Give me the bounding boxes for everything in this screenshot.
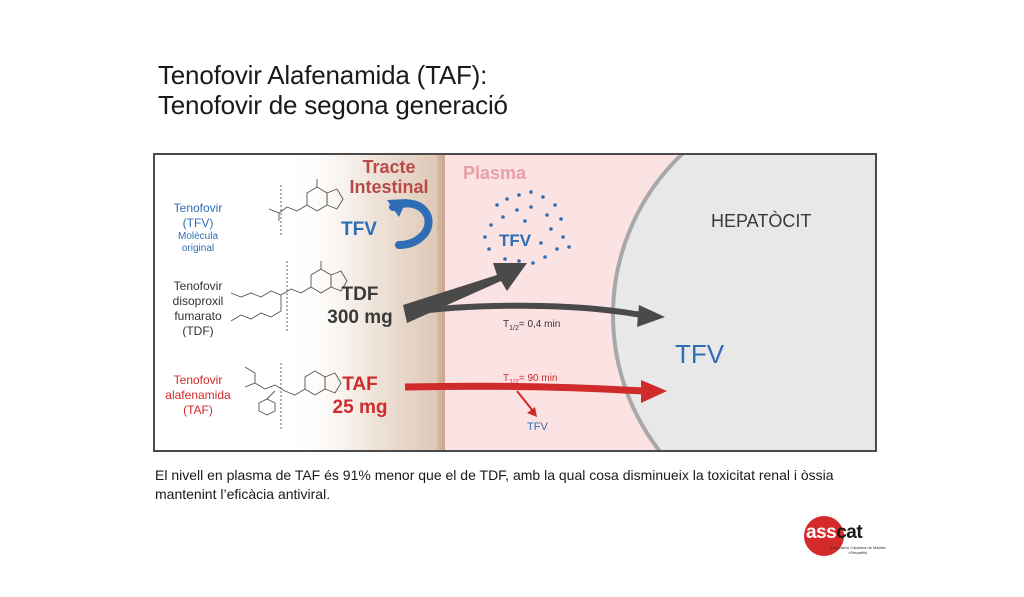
taf-dose-line-1: TAF <box>342 374 378 395</box>
logo-right-text: cat <box>836 522 863 543</box>
taf-half-life-sub: 1/2 <box>509 379 519 386</box>
tfv-note-line-2: original <box>181 243 215 254</box>
tfv-molecule-structure <box>268 179 344 237</box>
tdf-arrow-head <box>637 305 665 327</box>
intestinal-label-line-2: Intestinal <box>349 177 429 197</box>
taf-half-life-value: = 90 min <box>518 373 558 384</box>
tdf-half-life-t: T <box>503 319 510 330</box>
taf-half-life-t: T <box>503 373 510 384</box>
asscat-logo-mark <box>804 516 844 556</box>
tdf-dose-label: TDF 300 mg <box>319 283 401 329</box>
taf-to-hepatocyte-arrow <box>404 382 644 395</box>
taf-plasma-tfv-label: TFV <box>527 421 548 433</box>
logo-subtitle: Associació Catalana de Malalts d'Hepatit… <box>830 545 886 555</box>
plasma-tfv-label: TFV <box>499 231 532 250</box>
tfv-curved-arrow <box>389 199 433 249</box>
logo-sub-line-2: d'Hepatitis <box>848 550 868 555</box>
taf-name-line-1: Tenofovir <box>173 373 223 387</box>
tdf-name-line-3: fumarato <box>174 309 222 323</box>
taf-name-line-3: (TAF) <box>183 403 213 417</box>
taf-dose-label: TAF 25 mg <box>319 373 401 419</box>
logo-wordmark: asscat <box>806 522 863 544</box>
hepatocyte-tfv-label: TFV <box>675 339 725 369</box>
tfv-curved-arrow-head <box>387 199 407 217</box>
tdf-name-line-2: disoproxil <box>172 294 224 308</box>
tfv-name-line-1: Tenofovir <box>173 201 223 215</box>
hepatocyte-label: HEPATÒCIT <box>711 211 812 231</box>
tfv-name-line-2: (TFV) <box>182 216 214 230</box>
plasma-label: Plasma <box>463 163 527 183</box>
footnote-caption: El nivell en plasma de TAF és 91% menor … <box>155 466 885 504</box>
tdf-to-hepatocyte-arrow <box>404 302 642 318</box>
diagram-frame: Tracte Intestinal Plasma HEPATÒCIT Tenof… <box>153 153 877 452</box>
taf-small-arrow-head <box>527 407 537 417</box>
tdf-half-life-value: = 0,4 min <box>518 319 561 330</box>
logo-left-text: ass <box>806 522 837 543</box>
title-line-1: Tenofovir Alafenamida (TAF): <box>158 60 488 90</box>
slide-title: Tenofovir Alafenamida (TAF): Tenofovir d… <box>158 60 508 120</box>
title-line-2: Tenofovir de segona generació <box>158 90 508 120</box>
caption-line-1: El nivell en plasma de TAF és 91% menor … <box>155 467 834 483</box>
taf-half-life: T1/2= 90 min <box>503 373 557 386</box>
tdf-dose-line-1: TDF <box>341 284 379 305</box>
tdf-half-life: T1/2= 0,4 min <box>503 319 560 332</box>
taf-name-label: Tenofovir alafenamida (TAF) <box>155 373 241 418</box>
tfv-note-line-1: Molècula <box>177 231 219 242</box>
diagram-background <box>230 155 875 450</box>
taf-name-line-2: alafenamida <box>165 388 231 402</box>
caption-line-2: mantenint l’eficàcia antiviral. <box>155 486 331 502</box>
taf-molecule-structure <box>244 363 342 431</box>
tdf-name-label: Tenofovir disoproxil fumarato (TDF) <box>155 279 241 339</box>
taf-to-plasma-small-arrow <box>516 390 534 412</box>
taf-arrow-head <box>641 380 667 403</box>
tfv-gut-label: TFV <box>341 219 377 240</box>
hepatocyte-cell <box>611 155 875 450</box>
tdf-name-line-1: Tenofovir <box>173 279 223 293</box>
tfv-name-label: Tenofovir (TFV) Molècula original <box>155 201 241 255</box>
plasma-tfv-dots <box>483 190 571 265</box>
logo-sub-line-1: Associació Catalana de Malalts <box>830 545 886 550</box>
taf-dose-line-2: 25 mg <box>332 397 388 418</box>
intestinal-label: Tracte Intestinal <box>335 157 443 197</box>
intestinal-label-line-1: Tracte <box>362 157 416 177</box>
tdf-molecule-structure <box>230 261 348 331</box>
tdf-name-line-4: (TDF) <box>182 324 214 338</box>
tdf-half-life-sub: 1/2 <box>509 325 519 332</box>
tdf-dose-line-2: 300 mg <box>327 307 393 328</box>
asscat-logo: asscat Associació Catalana de Malalts d'… <box>802 514 886 558</box>
